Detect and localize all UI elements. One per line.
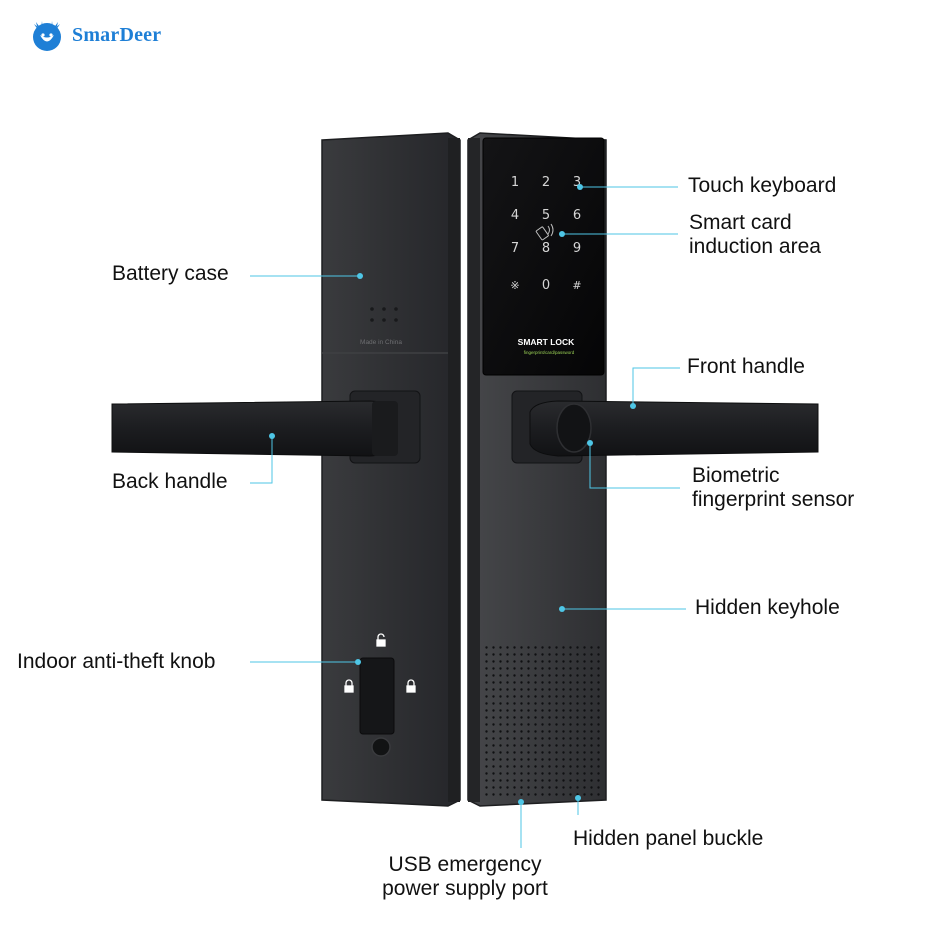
label-smart-card-line1: Smart card — [689, 211, 792, 234]
back-lock-body: Made in China — [321, 132, 461, 807]
front-handle — [511, 390, 819, 464]
keypad-key: 4 — [511, 208, 519, 223]
label-hidden-buckle: Hidden panel buckle — [573, 827, 764, 850]
keyhole-icon — [371, 737, 391, 757]
label-biometric: Biometric fingerprint sensor — [692, 464, 854, 512]
label-usb-port: USB emergency power supply port — [365, 853, 565, 901]
back-handle — [111, 390, 421, 464]
callout-dots — [269, 184, 636, 805]
deer-head-icon — [33, 21, 61, 51]
keypad-key: 1 — [511, 175, 519, 190]
label-biometric-line2: fingerprint sensor — [692, 488, 855, 511]
keypad-key: 9 — [573, 241, 581, 256]
back-panel-text: Made in China — [360, 339, 402, 346]
brand-name: SmarDeer — [72, 23, 162, 46]
lock-icon — [344, 679, 354, 693]
keypad-key: 8 — [542, 241, 550, 256]
unlock-icon — [376, 633, 386, 647]
keypad-key: ※ — [510, 279, 519, 292]
keypad-key: # — [572, 279, 581, 292]
label-front-handle: Front handle — [687, 355, 805, 378]
label-battery-case: Battery case — [112, 262, 229, 285]
indoor-knob — [344, 633, 416, 757]
keypad-key: 2 — [542, 175, 550, 190]
label-indoor-knob: Indoor anti-theft knob — [17, 650, 216, 673]
keypad-key: 0 — [542, 278, 550, 293]
lock-icon — [406, 679, 416, 693]
callout-lines — [250, 186, 686, 848]
fingerprint-sensor — [556, 403, 592, 453]
panel-subtitle: fingerprint/card/password — [524, 350, 575, 355]
label-touch-keyboard: Touch keyboard — [688, 174, 837, 197]
touch-panel: 1 2 3 4 5 6 7 8 9 ※ 0 # SMART LOCK fingerprint/card… — [482, 137, 605, 376]
keypad: 1 2 3 4 5 6 7 8 9 ※ 0 # — [510, 175, 581, 293]
panel-title: SMART LOCK — [518, 337, 576, 347]
keypad-key: 6 — [573, 208, 581, 223]
keypad-key: 5 — [542, 208, 550, 223]
card-reader-icon — [535, 223, 554, 241]
label-smart-card: Smart card induction area — [689, 211, 821, 259]
label-usb-line2: power supply port — [382, 877, 548, 900]
brand-logo: SmarDeer — [28, 18, 161, 52]
label-smart-card-line2: induction area — [689, 235, 821, 258]
label-biometric-line1: Biometric — [692, 464, 780, 487]
label-back-handle: Back handle — [112, 470, 228, 493]
label-hidden-keyhole: Hidden keyhole — [695, 596, 840, 619]
keypad-key: 3 — [573, 175, 581, 190]
keypad-key: 7 — [511, 241, 519, 256]
label-usb-line1: USB emergency — [388, 853, 542, 876]
speaker-grille — [482, 644, 604, 800]
